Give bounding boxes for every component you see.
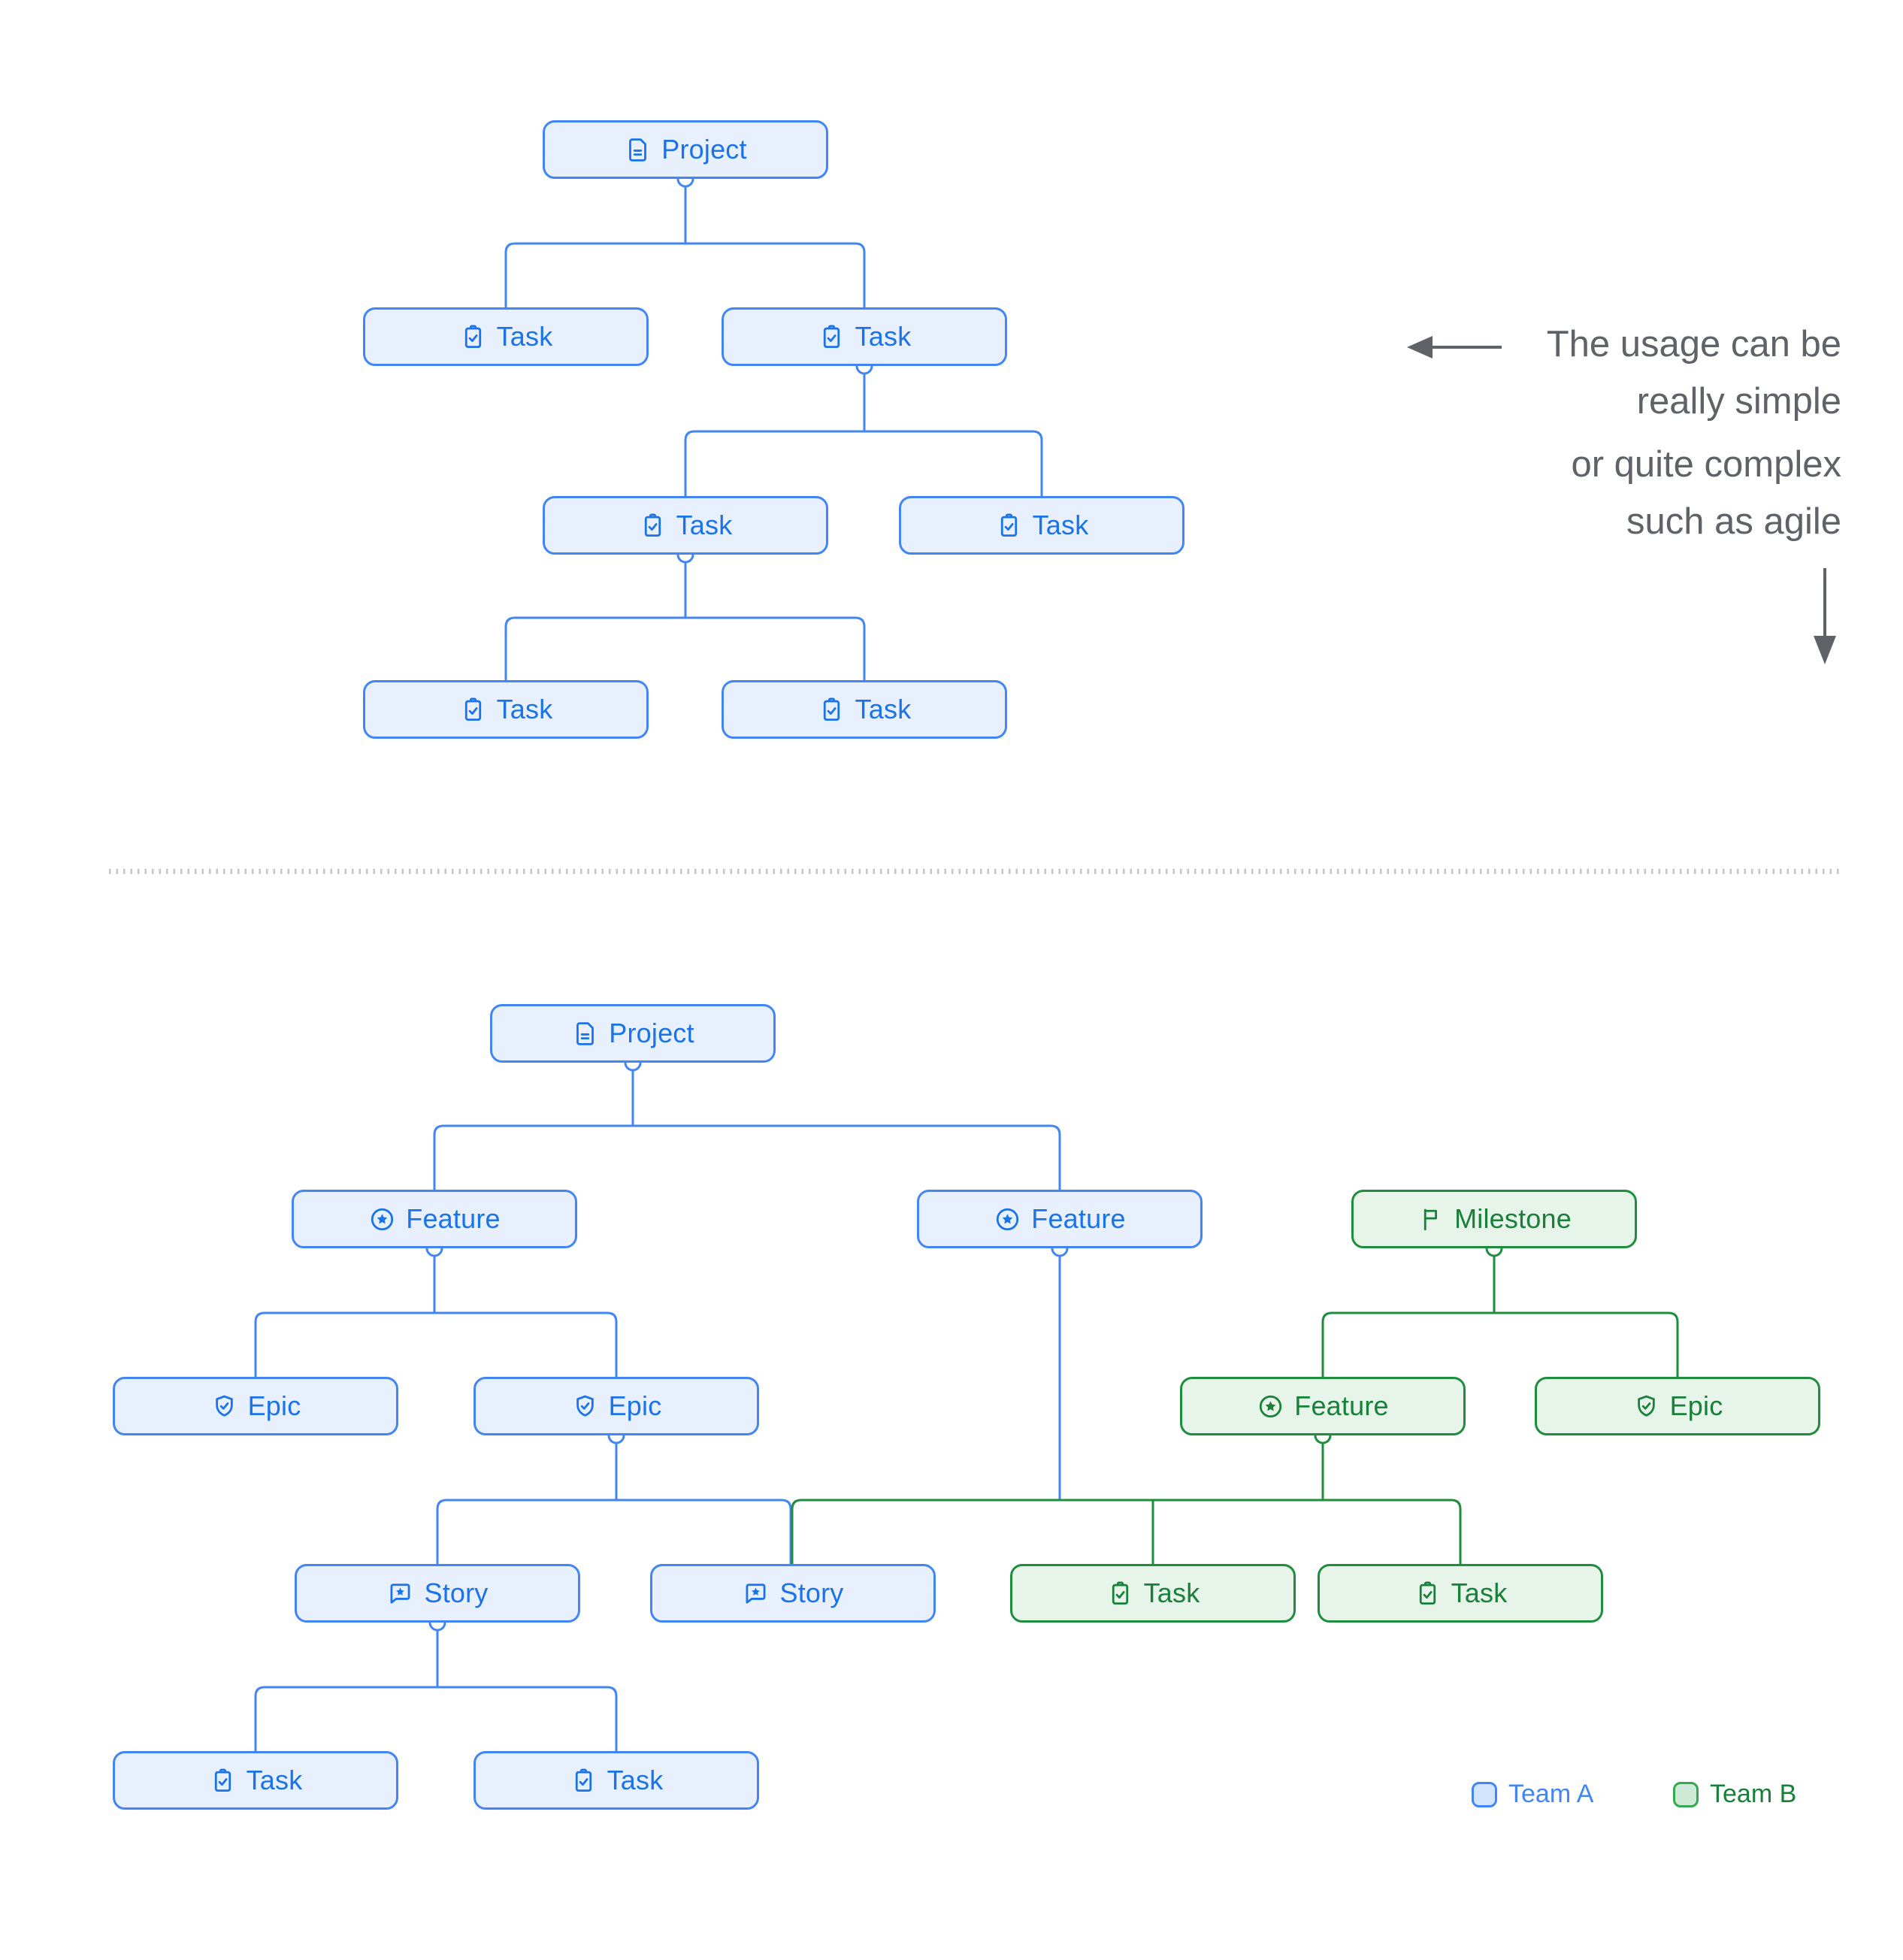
message-star-icon xyxy=(746,1583,766,1604)
annotation-line: or quite complex xyxy=(1571,444,1841,485)
shield-check-icon xyxy=(215,1395,233,1417)
node-task-a1: Task xyxy=(113,1751,398,1810)
annotation-line: The usage can be xyxy=(1546,324,1841,364)
flag-icon xyxy=(1423,1208,1438,1230)
shield-check-icon xyxy=(576,1395,594,1417)
node-task-top-1: Task xyxy=(363,307,649,366)
down-arrow-icon xyxy=(1814,568,1836,664)
node-label: Epic xyxy=(608,1390,662,1421)
clipboard-check-icon xyxy=(823,697,840,721)
document-icon xyxy=(629,138,647,162)
team-a-connectors xyxy=(254,186,1061,1751)
node-label: Feature xyxy=(1031,1203,1126,1234)
section-divider xyxy=(109,869,1841,874)
node-feature-3: Feature xyxy=(1180,1377,1466,1435)
node-epic-2: Epic xyxy=(473,1377,759,1435)
node-label: Epic xyxy=(1669,1390,1723,1421)
clipboard-check-icon xyxy=(1112,1580,1128,1605)
node-task-b1: Task xyxy=(1010,1564,1296,1623)
node-task-b2: Task xyxy=(1318,1564,1603,1623)
clipboard-check-icon xyxy=(575,1768,591,1792)
node-label: Task xyxy=(496,321,553,352)
node-task-top-5: Task xyxy=(363,680,649,739)
node-label: Story xyxy=(779,1577,844,1608)
node-feature-2: Feature xyxy=(917,1190,1203,1248)
node-label: Task xyxy=(855,694,912,724)
node-label: Task xyxy=(496,694,553,724)
node-story-1: Story xyxy=(295,1564,580,1623)
legend-team-a: Team A xyxy=(1472,1780,1593,1809)
left-arrow-icon xyxy=(1407,336,1502,358)
node-label: Story xyxy=(424,1577,489,1608)
star-circle-icon xyxy=(1260,1395,1282,1417)
node-label: Feature xyxy=(1294,1390,1389,1421)
clipboard-check-icon xyxy=(644,513,661,537)
annotation-line: such as agile xyxy=(1626,501,1841,542)
node-project-bottom: Project xyxy=(490,1004,776,1063)
node-label: Task xyxy=(1143,1577,1200,1608)
clipboard-check-icon xyxy=(823,324,840,348)
star-circle-icon xyxy=(371,1208,394,1230)
node-label: Task xyxy=(855,321,912,352)
star-circle-icon xyxy=(997,1208,1019,1230)
node-label: Task xyxy=(1032,510,1089,540)
node-label: Task xyxy=(246,1765,303,1795)
node-label: Project xyxy=(609,1018,694,1048)
node-task-top-2: Task xyxy=(722,307,1007,366)
node-label: Feature xyxy=(406,1203,501,1234)
node-task-top-4: Task xyxy=(899,496,1184,555)
legend-label: Team A xyxy=(1508,1780,1594,1808)
node-label: Project xyxy=(661,134,747,165)
team-b-swatch xyxy=(1673,1781,1699,1807)
node-task-a2: Task xyxy=(473,1751,759,1810)
node-task-top-3: Task xyxy=(543,496,828,555)
annotation-line: really simple xyxy=(1636,381,1841,422)
legend-team-b: Team B xyxy=(1673,1780,1796,1809)
clipboard-check-icon xyxy=(1419,1580,1436,1605)
message-star-icon xyxy=(391,1583,410,1604)
team-b-connectors xyxy=(791,1256,1679,1564)
node-task-top-6: Task xyxy=(722,680,1007,739)
node-label: Task xyxy=(607,1765,664,1795)
node-story-2: Story xyxy=(650,1564,936,1623)
legend-label: Team B xyxy=(1710,1780,1797,1808)
annotation-text: The usage can be really simple or quite … xyxy=(1547,316,1841,550)
clipboard-check-icon xyxy=(1000,513,1017,537)
document-icon xyxy=(576,1021,594,1045)
node-project-top: Project xyxy=(543,120,828,179)
node-feature-1: Feature xyxy=(292,1190,577,1248)
clipboard-check-icon xyxy=(464,697,481,721)
node-label: Task xyxy=(676,510,733,540)
shield-check-icon xyxy=(1637,1395,1655,1417)
node-label: Epic xyxy=(247,1390,301,1421)
node-milestone: Milestone xyxy=(1351,1190,1637,1248)
team-a-swatch xyxy=(1472,1781,1497,1807)
clipboard-check-icon xyxy=(464,324,481,348)
node-epic-3: Epic xyxy=(1535,1377,1820,1435)
node-label: Milestone xyxy=(1454,1203,1572,1234)
node-epic-1: Epic xyxy=(113,1377,398,1435)
clipboard-check-icon xyxy=(214,1768,231,1792)
node-label: Task xyxy=(1451,1577,1508,1608)
